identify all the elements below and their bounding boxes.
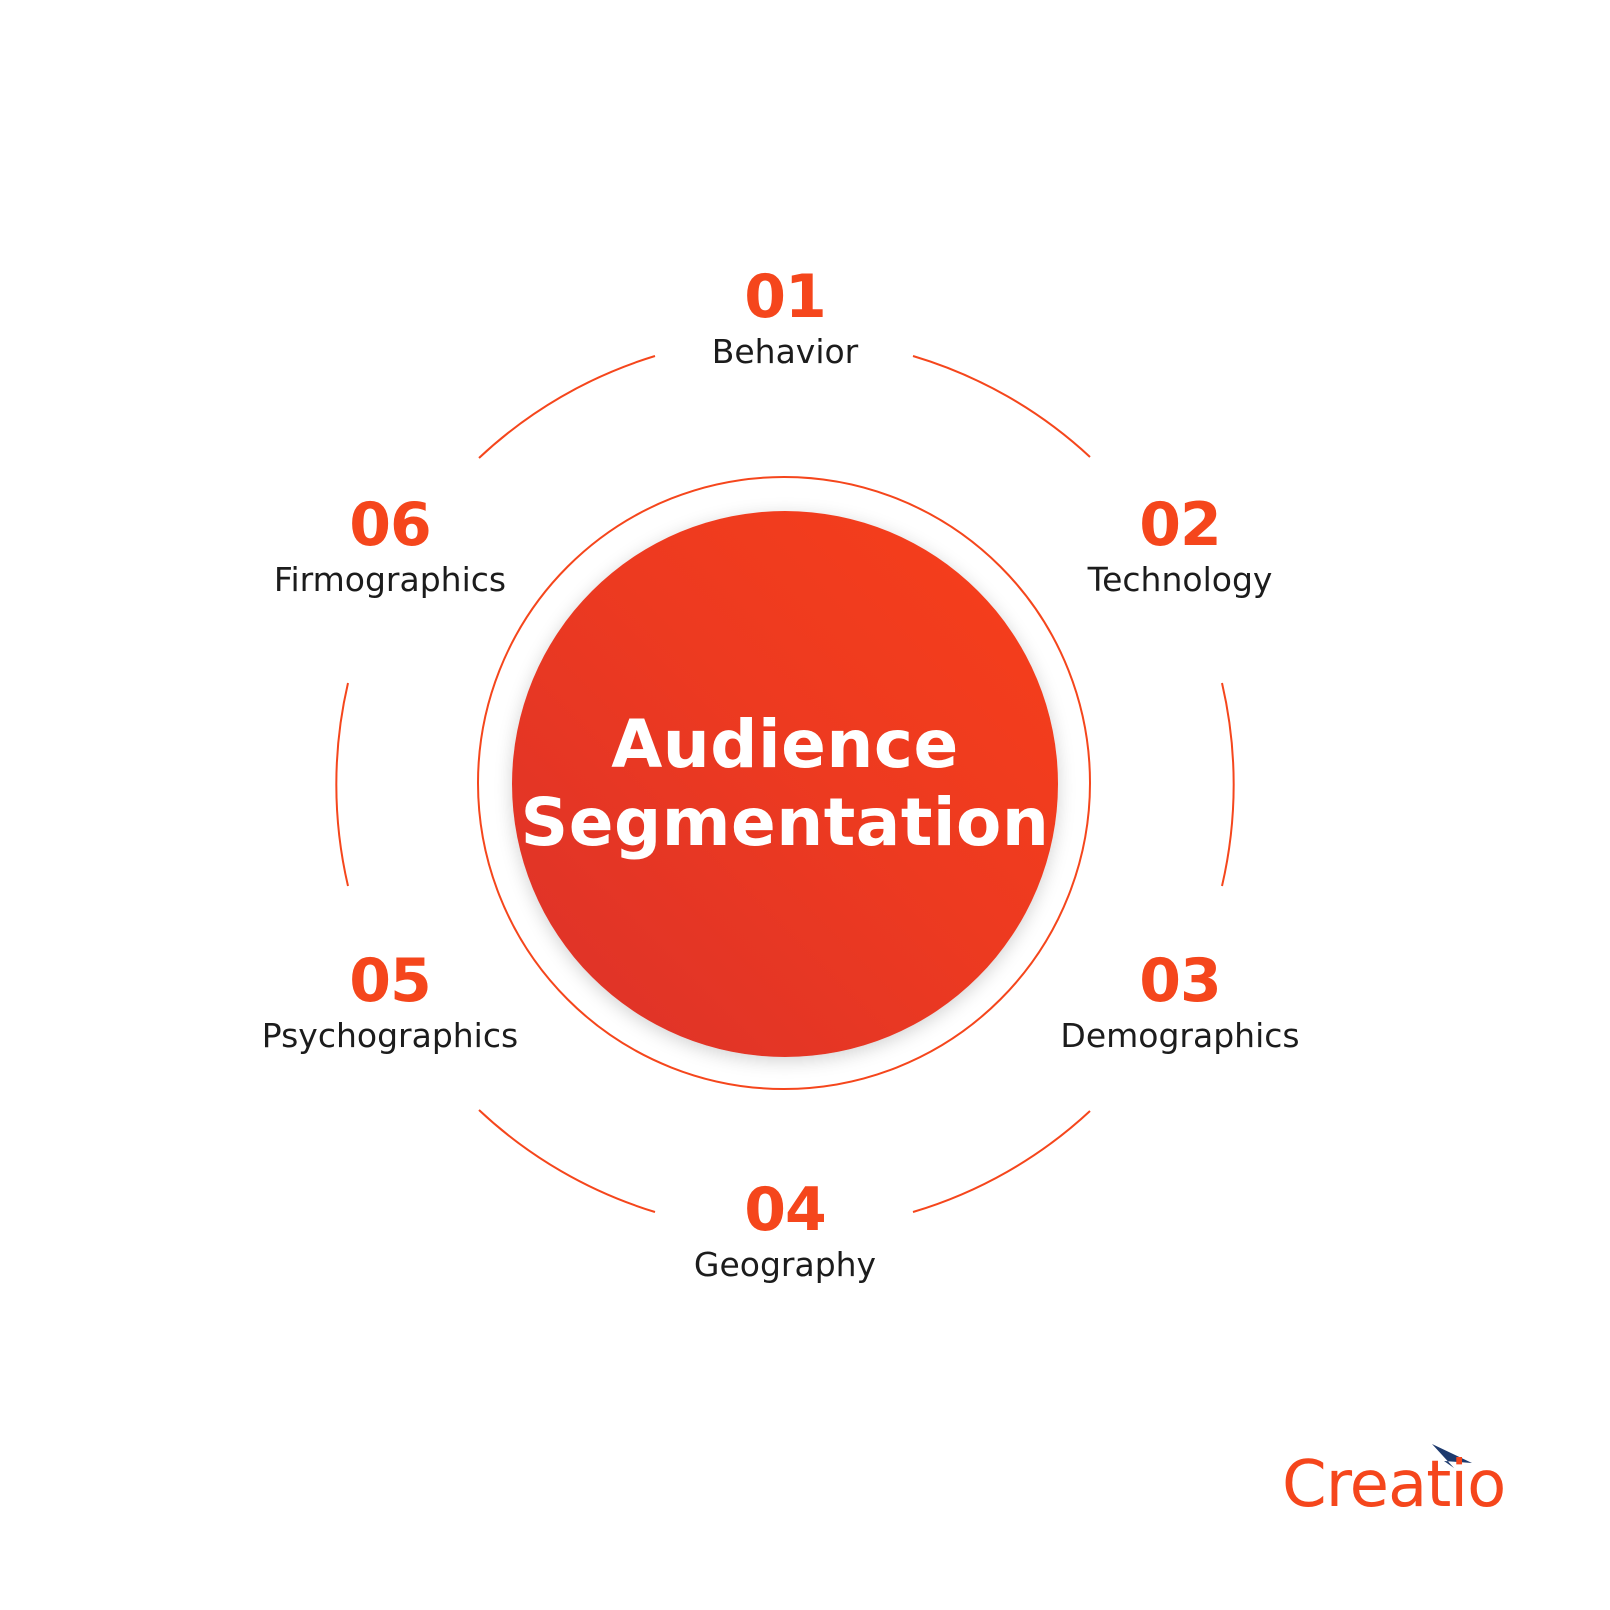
arc-top-left [478, 355, 656, 459]
segment-number: 06 [349, 490, 432, 560]
segment-number: 01 [744, 262, 827, 332]
segment-05: 05 Psychographics [220, 950, 560, 1056]
segment-number: 02 [1139, 490, 1222, 560]
segment-label: Geography [693, 1245, 877, 1284]
segment-number: 04 [744, 1175, 827, 1245]
segment-number: 03 [1139, 946, 1222, 1016]
segment-label: Demographics [1060, 1016, 1300, 1055]
creatio-logo: Creatio [1282, 1442, 1522, 1522]
arc-left [335, 682, 349, 887]
arc-bottom-right [912, 1110, 1091, 1213]
segment-01: 01 Behavior [615, 266, 955, 372]
segment-number: 05 [349, 946, 432, 1016]
segment-02: 02 Technology [1010, 494, 1350, 600]
segment-label: Psychographics [261, 1016, 519, 1055]
logo-arrow-icon [1432, 1444, 1472, 1468]
center-title-line1: Audience [611, 706, 959, 783]
center-title-line2: Segmentation [520, 784, 1050, 861]
arc-right [1221, 682, 1235, 887]
segment-04: 04 Geography [615, 1179, 955, 1285]
segment-label: Firmographics [273, 560, 507, 599]
segment-03: 03 Demographics [1010, 950, 1350, 1056]
arc-top-right [912, 355, 1091, 458]
segment-label: Behavior [711, 332, 859, 371]
segment-06: 06 Firmographics [220, 494, 560, 600]
center-circle: Audience Segmentation [512, 511, 1058, 1057]
logo-text: Creatio [1282, 1448, 1506, 1522]
segment-label: Technology [1087, 560, 1273, 599]
arc-bottom-left [478, 1109, 656, 1213]
